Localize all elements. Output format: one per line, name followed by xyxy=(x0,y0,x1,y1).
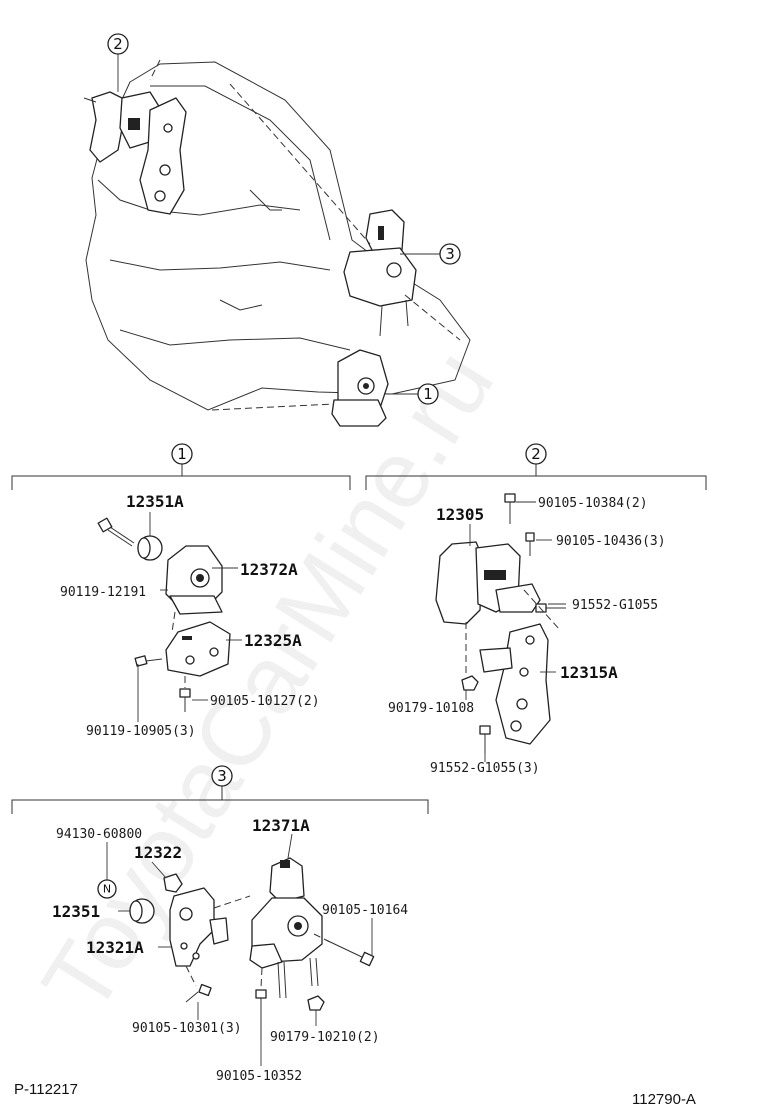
label-90119-12191: 90119-12191 xyxy=(60,585,146,600)
label-12321A: 12321A xyxy=(86,938,144,957)
group-2-leaders xyxy=(465,501,566,762)
overview-dash-1 xyxy=(149,59,161,81)
group-1-bracket: 1 xyxy=(11,443,351,490)
label-12315A: 12315A xyxy=(560,663,618,682)
label-12371A: 12371A xyxy=(252,816,310,835)
group-2-drawings xyxy=(435,493,566,754)
label-12351: 12351 xyxy=(52,902,100,921)
label-12372A: 12372A xyxy=(240,560,298,579)
group-2-bracket: 2 xyxy=(365,443,707,490)
overview-dash-4 xyxy=(211,403,335,411)
label-12325A: 12325A xyxy=(244,631,302,650)
group-3-leaders xyxy=(106,833,373,1066)
label-90105-10436: 90105-10436(3) xyxy=(556,534,666,549)
engine-mount-2-overview xyxy=(83,91,187,215)
label-90105-10384: 90105-10384(2) xyxy=(538,496,648,511)
group-3-drawings: N xyxy=(97,857,375,1040)
label-90105-10127: 90105-10127(2) xyxy=(210,694,320,709)
label-90105-10164: 90105-10164 xyxy=(322,903,408,918)
label-12322: 12322 xyxy=(134,843,182,862)
footer-figure-code: 112790-A xyxy=(632,1091,696,1108)
callout-circle-3-top xyxy=(439,243,461,265)
callout-circle-2-top xyxy=(107,33,129,55)
engine-outline xyxy=(85,61,471,411)
label-90105-10352: 90105-10352 xyxy=(216,1069,302,1084)
callout-circle-1-top xyxy=(417,383,439,405)
callout-2-group: 2 xyxy=(531,445,541,463)
footer-page-code: P-112217 xyxy=(14,1081,78,1098)
group-1-leaders xyxy=(137,512,242,722)
label-90179-10108: 90179-10108 xyxy=(388,701,474,716)
label-91552-G1055: 91552-G1055 xyxy=(572,598,658,613)
group-3-bracket: 3 xyxy=(11,765,429,814)
overview-dash-3 xyxy=(404,294,461,341)
engine-mount-3-overview xyxy=(343,209,417,337)
callout-1-top: 1 xyxy=(423,385,433,403)
label-90105-10301: 90105-10301(3) xyxy=(132,1021,242,1036)
overview-dash-2 xyxy=(229,83,371,245)
callout-3-top: 3 xyxy=(445,245,455,263)
label-91552-G1055-3: 91552-G1055(3) xyxy=(430,761,540,776)
engine-mount-1-overview xyxy=(331,349,389,427)
label-12351A: 12351A xyxy=(126,492,184,511)
label-12305: 12305 xyxy=(436,505,484,524)
label-90179-10210: 90179-10210(2) xyxy=(270,1030,380,1045)
callout-1-group: 1 xyxy=(177,445,187,463)
label-94130-60800: 94130-60800 xyxy=(56,827,142,842)
group-1-drawings xyxy=(97,517,231,712)
nut-mark-n: N xyxy=(103,883,111,896)
callout-2-top: 2 xyxy=(113,35,123,53)
label-90119-10905: 90119-10905(3) xyxy=(86,724,196,739)
callout-3-group: 3 xyxy=(217,767,227,785)
